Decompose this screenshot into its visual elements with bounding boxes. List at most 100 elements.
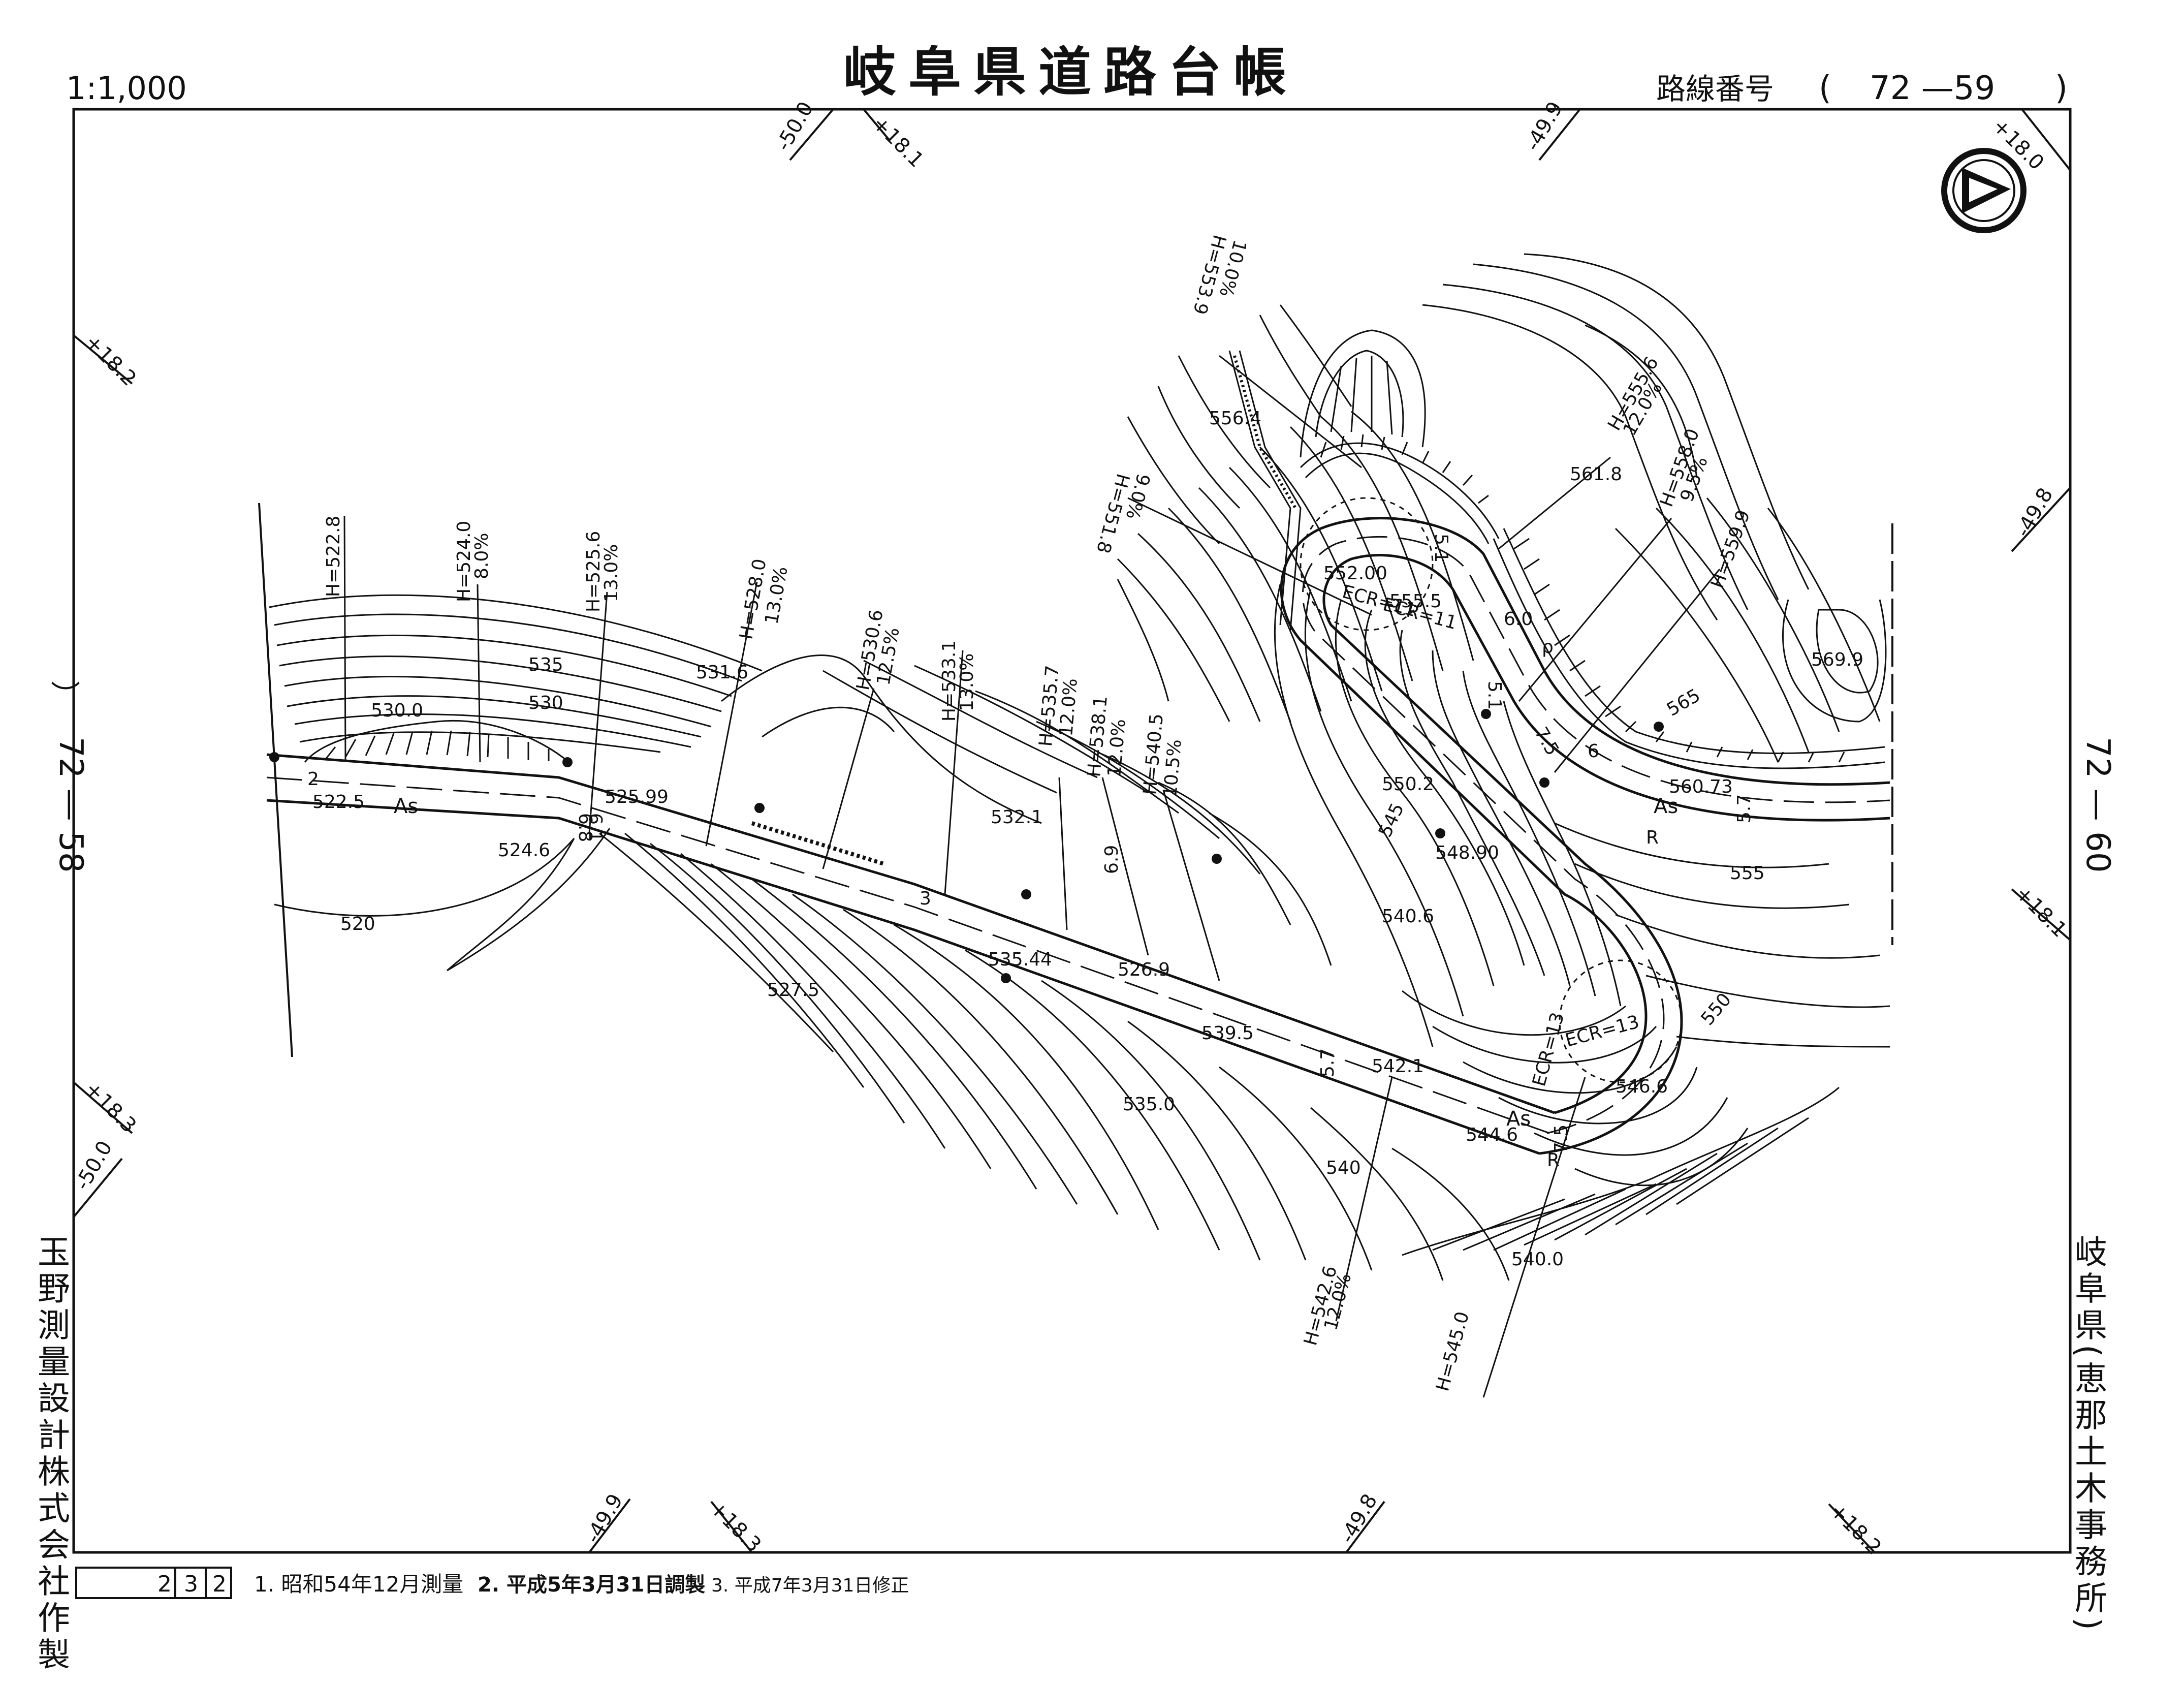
- embankment-mound-north: [1300, 329, 1426, 458]
- right-adjacent-sheet: 72 — 60: [2079, 737, 2116, 873]
- elevation: 540: [1326, 1158, 1361, 1178]
- terrain-symbols: R R ρ: [1542, 637, 1659, 1171]
- side-ditch: [1228, 350, 1302, 631]
- elevation: 545: [1375, 800, 1408, 840]
- left-adjacent-label: 72 — 58: [52, 737, 89, 873]
- map-body: [258, 253, 1893, 1398]
- elevation: 542.1: [1372, 1056, 1424, 1077]
- elevation: 544.6: [1466, 1125, 1518, 1145]
- elevation: 550.2: [1382, 774, 1434, 795]
- width-label: 5.7: [1734, 794, 1755, 823]
- elevation: 555: [1730, 863, 1765, 884]
- note-revised: 3. 平成7年3月31日修正: [711, 1575, 909, 1596]
- map-frame: [72, 108, 2072, 1554]
- elevation: 565: [1663, 685, 1704, 721]
- width-label: 5.7: [1317, 1048, 1338, 1077]
- contour-lines-center: [721, 411, 1474, 966]
- grid-label: -49.9: [1521, 98, 1568, 155]
- curve-label: ECR=13: [1529, 1010, 1568, 1088]
- survey-points: [269, 709, 1664, 983]
- grid-label: +18.2: [80, 330, 141, 391]
- pavement-label: As: [1654, 795, 1678, 818]
- cut-symbol: R: [1646, 827, 1659, 848]
- slope-grade: 8.0%: [471, 533, 492, 579]
- elevation: 530: [528, 693, 563, 713]
- grid-label: -49.9: [581, 1490, 628, 1547]
- slope-height: H=533.1: [939, 640, 960, 722]
- sheet-index-1: 2: [157, 1571, 172, 1597]
- elevation: 527.5: [767, 980, 819, 1001]
- elevation: 540.0: [1511, 1249, 1564, 1270]
- width-label: 3: [920, 888, 931, 909]
- elevation: 548.90: [1435, 842, 1499, 863]
- sheet-join-line-left: [258, 503, 293, 1057]
- retaining-wall-east: [1493, 528, 1885, 769]
- slope-grade: 12.0%: [1056, 677, 1082, 737]
- width-label: 6.8: [575, 813, 595, 842]
- width-label: 6.0: [1504, 609, 1533, 630]
- road-segment-hairpin: [1280, 497, 1890, 1155]
- cut-slope-southwest: [1402, 1086, 1840, 1256]
- slope-grade: 10.5%: [1160, 738, 1186, 798]
- route-label: 路線番号: [1656, 72, 1774, 106]
- route-number: 72 —59: [1870, 70, 1995, 107]
- slope-grade: 12.0%: [1104, 718, 1130, 778]
- width-label: 6.9: [1101, 845, 1122, 874]
- slope-height: H=545.0: [1432, 1309, 1473, 1393]
- pavement-label: As: [394, 795, 418, 818]
- elevation: 526.9: [1118, 959, 1170, 980]
- width-label: 7.5: [1551, 1125, 1572, 1153]
- grid-label: +18.1: [2011, 882, 2071, 942]
- left-adjacent-sheet: 72 — 58 ︶: [51, 679, 89, 873]
- slope-height: H=522.8: [323, 516, 344, 597]
- note-prepared: 2. 平成5年3月31日調製: [478, 1573, 705, 1597]
- maker-label: 玉野測量設計株式会社作製: [32, 1235, 70, 1674]
- width-label: 6: [1588, 741, 1599, 762]
- elevation: 535.44: [988, 949, 1052, 970]
- slope-leader-lines: [343, 355, 1721, 1398]
- contour-lines-upper-left: [269, 594, 763, 753]
- elevation: 522.5: [312, 792, 365, 813]
- sheet-index-box: 2 3 2: [75, 1567, 232, 1599]
- elevation: 531.6: [696, 662, 748, 683]
- slope-height: H=559.9: [1707, 507, 1754, 591]
- elevation: 569.9: [1811, 649, 1863, 670]
- width-label: 2: [307, 769, 319, 790]
- width-label: 5.1: [1484, 681, 1505, 710]
- slope-height: H=525.6: [583, 531, 604, 612]
- cut-symbol: R: [1547, 1150, 1560, 1171]
- elevation: 532.1: [991, 807, 1043, 828]
- grid-label: +18.3: [80, 1077, 141, 1138]
- grid-label: -50.0: [71, 1137, 117, 1194]
- grid-ticks: [73, 108, 2071, 1553]
- sheet-index-3: 2: [212, 1571, 227, 1597]
- grid-tick-labels: -50.0 +18.1 -49.9 +18.0 +18.2 -49.8 +18.…: [71, 98, 2071, 1559]
- elevation: 561.8: [1570, 464, 1622, 485]
- elevation: 520: [340, 914, 375, 934]
- slope-height: H=524.0: [454, 521, 474, 602]
- slope-symbol: ρ: [1542, 637, 1554, 658]
- elevation: 535.0: [1123, 1094, 1175, 1115]
- right-adjacent-label: 72 — 60: [2079, 737, 2116, 873]
- map-title: 岐阜県道路台帳: [843, 41, 1299, 103]
- route-close-paren: ): [2055, 70, 2068, 107]
- road-segment-west: [266, 753, 1555, 1155]
- grid-label: -49.8: [1336, 1490, 1382, 1547]
- elevation: 530.0: [371, 700, 423, 721]
- retaining-wall-north: [1300, 434, 1500, 544]
- route-open-paren: (: [1819, 70, 1831, 107]
- contour-lines-hairpin: [1274, 584, 1749, 1187]
- valley-line: [447, 838, 575, 972]
- north-arrow-icon: [1941, 148, 2027, 233]
- slope-grade: 13.0%: [601, 544, 622, 602]
- curve-label: ECR=13: [1563, 1012, 1641, 1051]
- elevation: 535: [528, 654, 563, 675]
- pavement-label: As: [1506, 1107, 1531, 1131]
- slope-grade: 13.0%: [957, 653, 977, 711]
- elevation: 525.99: [605, 787, 669, 807]
- left-adjacent-paren-top: ︶: [51, 679, 80, 713]
- width-label: 6.1: [585, 813, 606, 842]
- elevation: 550: [1697, 989, 1735, 1029]
- grid-label: -49.8: [2011, 484, 2058, 541]
